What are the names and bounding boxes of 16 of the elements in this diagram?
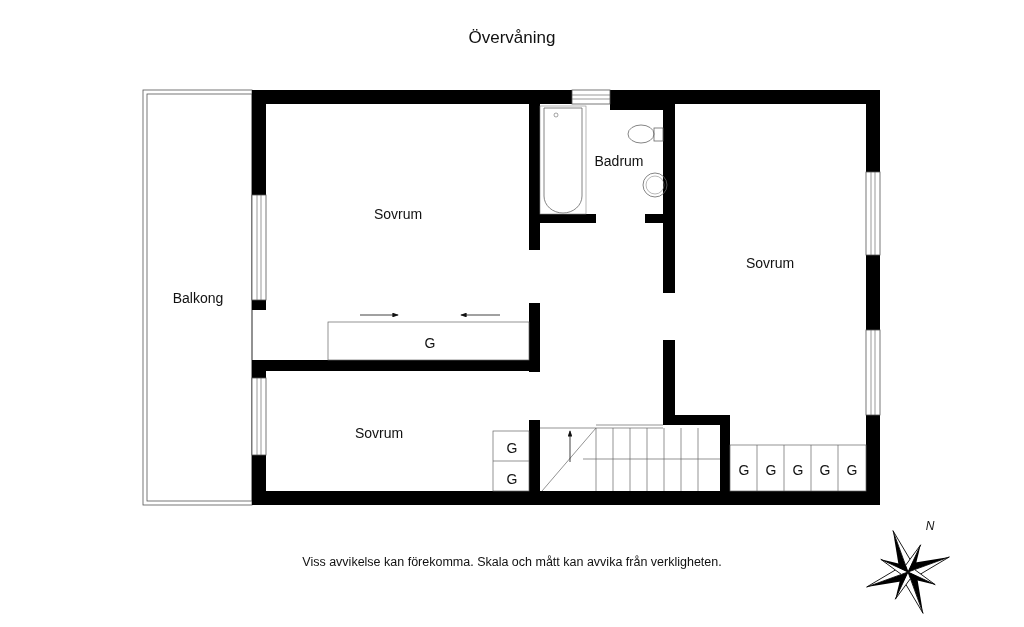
room-label: Balkong: [172, 291, 224, 305]
storage-label: G: [506, 472, 518, 486]
storage-label: G: [765, 463, 777, 477]
room-label: Sovrum: [354, 426, 404, 440]
storage-label: G: [846, 463, 858, 477]
room-label: Badrum: [594, 154, 644, 168]
compass-letter: N: [925, 520, 935, 532]
storage-label: G: [506, 441, 518, 455]
plan-title: Övervåning: [468, 28, 556, 48]
storage-label: G: [792, 463, 804, 477]
storage-label: G: [738, 463, 750, 477]
disclaimer-note: Viss avvikelse kan förekomma. Skala och mått kan avvika från verkligheten.: [302, 555, 722, 569]
storage-label: G: [819, 463, 831, 477]
storage-label: G: [424, 336, 436, 350]
room-label: Sovrum: [373, 207, 423, 221]
room-label: Sovrum: [745, 256, 795, 270]
